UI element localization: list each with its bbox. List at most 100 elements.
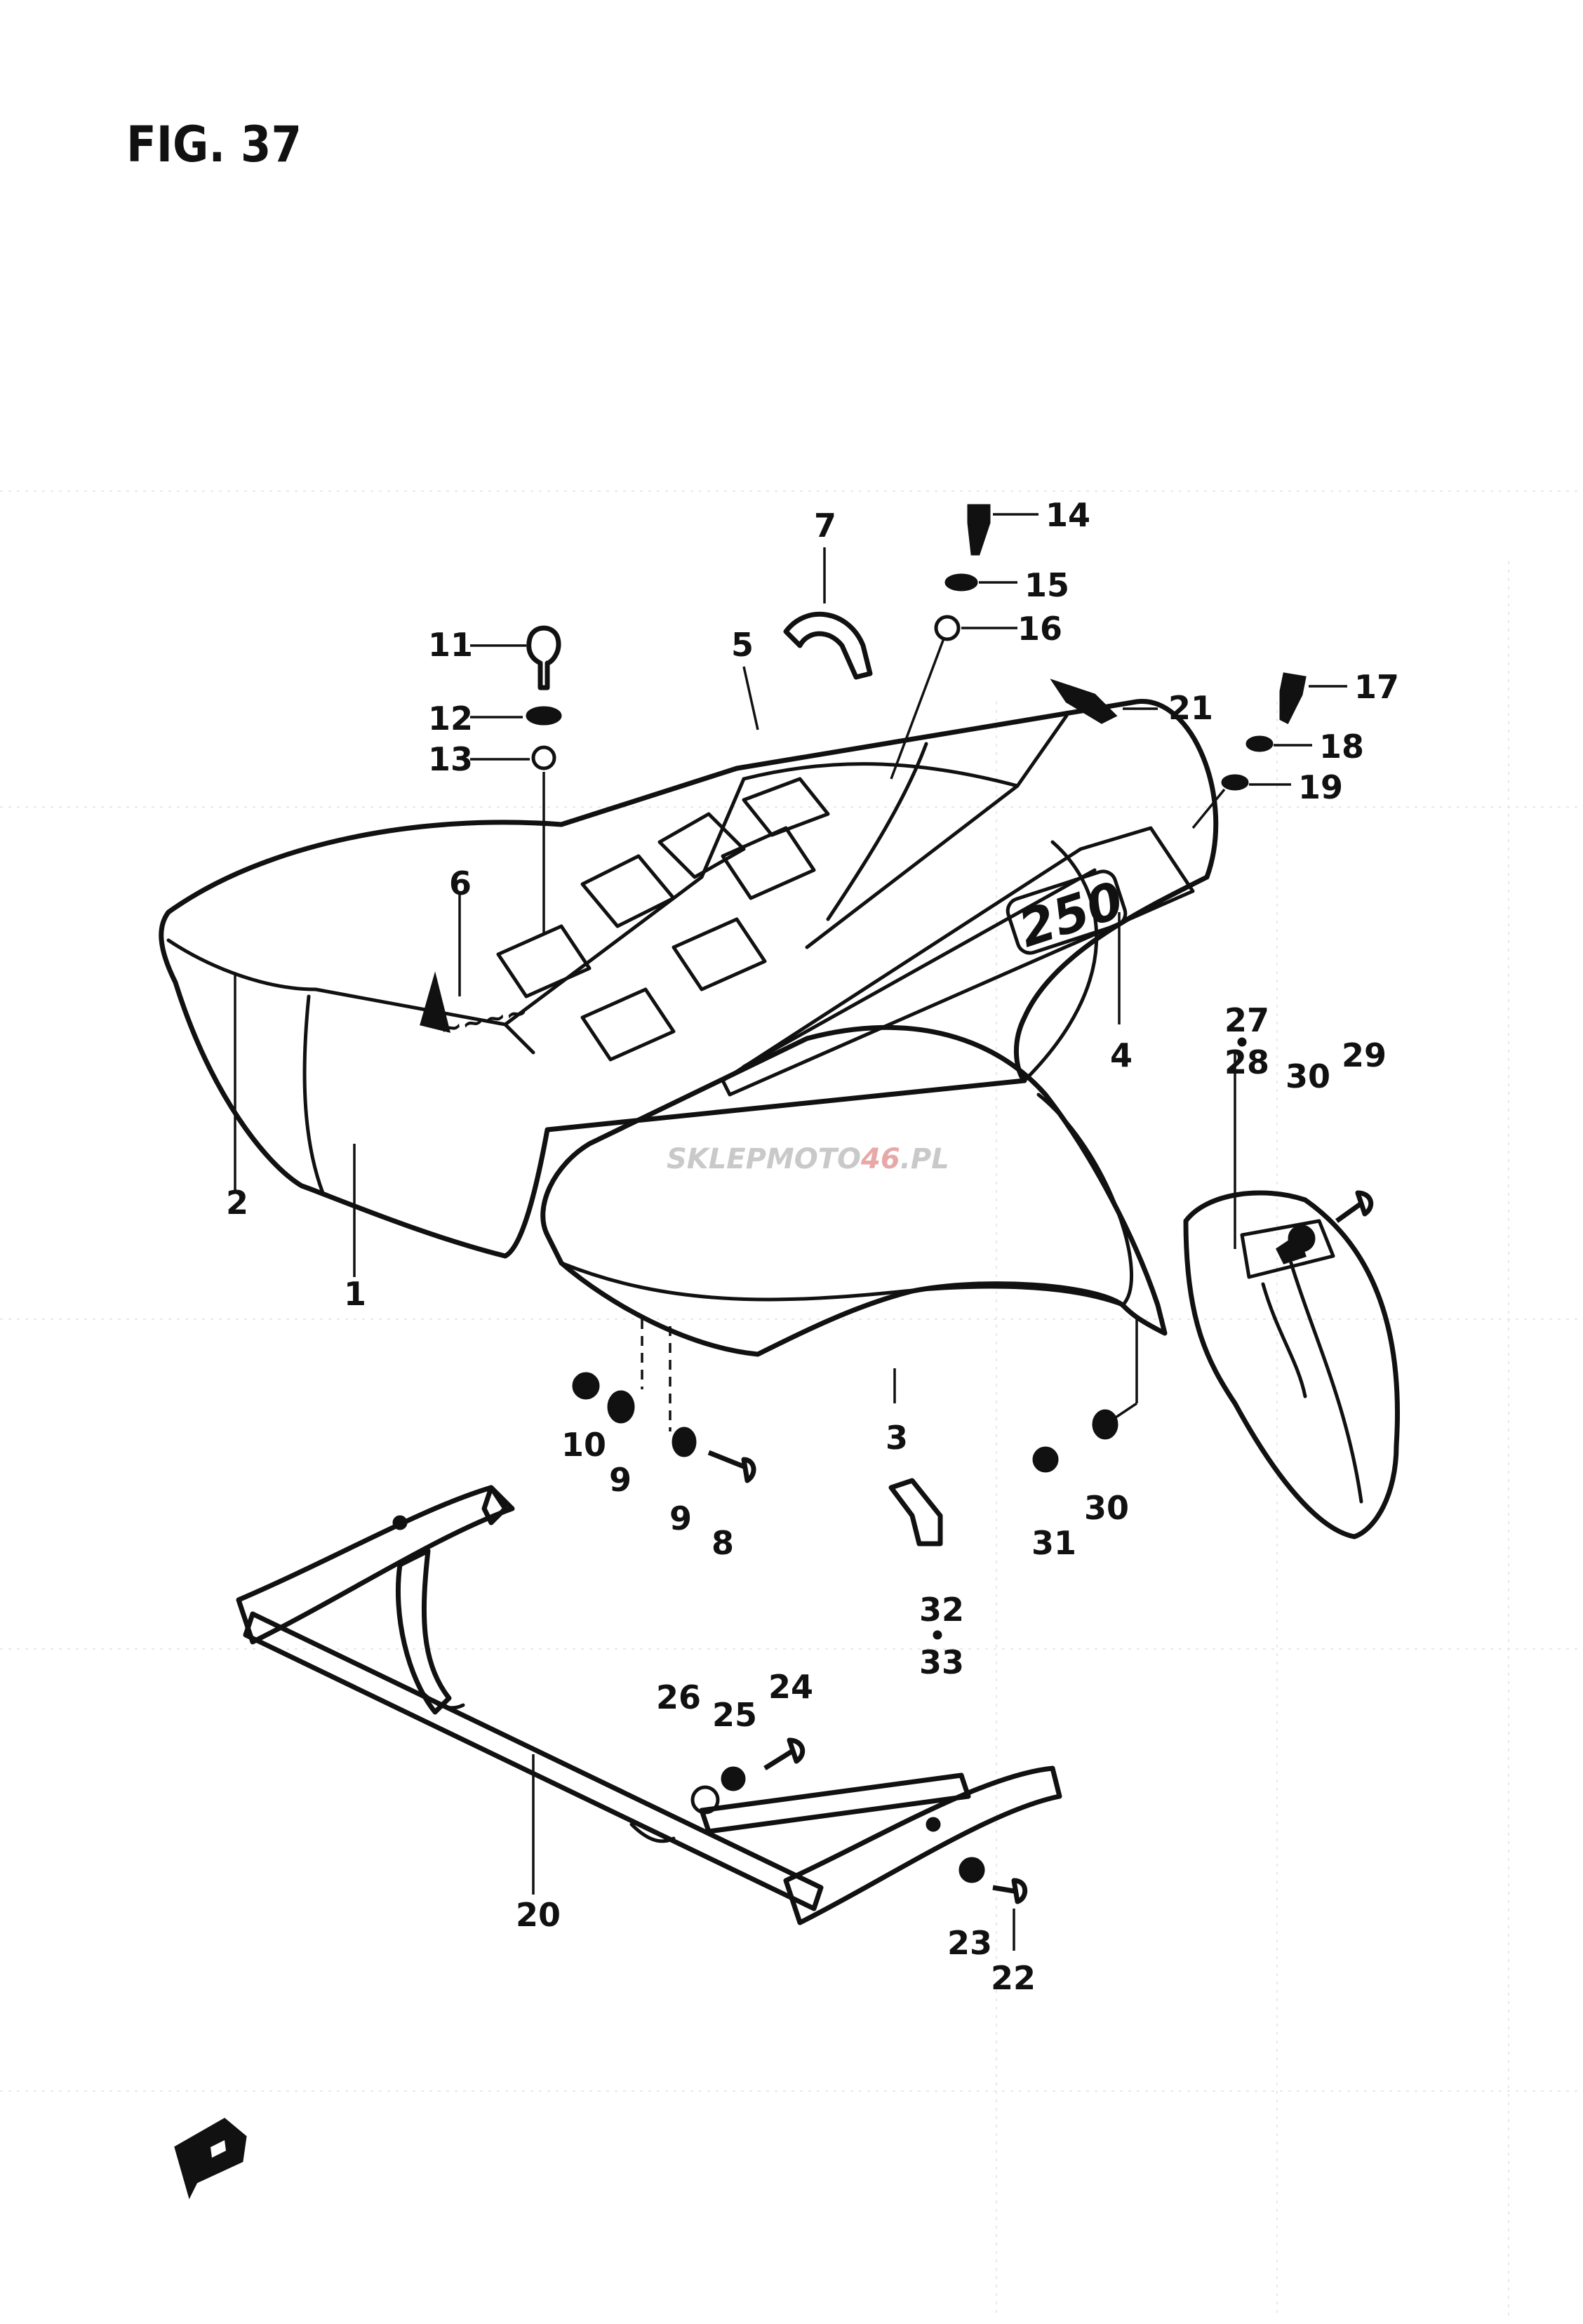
part-23-nut: [959, 1857, 985, 1883]
carrier-hole-left: [392, 1515, 408, 1530]
part-9-grommet-a: [607, 1390, 635, 1424]
rear-fender-split: [826, 742, 928, 921]
part-7-strap: [783, 611, 873, 680]
watermark-brand-a: SKLEPMOTO: [667, 1143, 861, 1175]
callout-24: 24: [768, 1668, 813, 1706]
part-8-bolt: [707, 1450, 756, 1483]
callout-9a: 9: [609, 1461, 632, 1499]
callout-17: 17: [1354, 668, 1399, 706]
callout-27-28-dot: [1237, 1037, 1247, 1047]
callout-31: 31: [1031, 1524, 1076, 1562]
callout-15: 15: [1024, 566, 1069, 604]
mud-flap: [1183, 1190, 1400, 1540]
mud-flap-outline: [1183, 1190, 1400, 1540]
callout-25: 25: [712, 1696, 757, 1734]
scan-grid: [0, 490, 1583, 2316]
carrier-mount-left: [419, 1689, 465, 1710]
callout-14: 14: [1046, 496, 1090, 534]
rear-fender-stripe: [721, 826, 1195, 1097]
callout-9b: 9: [669, 1500, 692, 1537]
callout-27: 27: [1224, 1001, 1269, 1039]
mud-flap-rib-2: [1261, 1282, 1307, 1398]
part-12-grommet: [526, 706, 562, 726]
callout-7: 7: [814, 507, 836, 545]
figure-title: FIG. 37: [126, 116, 302, 173]
part-17-screw: [1279, 672, 1307, 725]
part-18-washer: [1245, 735, 1274, 752]
rear-fender-vents: [496, 777, 830, 1062]
callout-20: 20: [516, 1896, 561, 1934]
rear-fender-side: [302, 994, 325, 1195]
callout-32-33-dot: [933, 1630, 942, 1640]
callout-1: 1: [344, 1275, 366, 1313]
part-16-nut: [934, 615, 961, 641]
callout-16: 16: [1017, 610, 1062, 648]
part-26-washer: [690, 1785, 720, 1815]
part-31-nut: [1032, 1446, 1059, 1473]
callout-12: 12: [428, 700, 473, 737]
callout-22: 22: [991, 1959, 1036, 1997]
mud-flap-rib-1: [1289, 1261, 1363, 1504]
part-30-grommet-b: [1288, 1224, 1316, 1253]
svg-text:SKLEPMOTO46.PL: SKLEPMOTO46.PL: [667, 1143, 949, 1175]
part-30-grommet-a: [1092, 1409, 1118, 1440]
part-11-bolt: [526, 625, 561, 690]
rear-fender-right-wall: [1022, 840, 1099, 1083]
mud-flap-bracket: [1240, 1219, 1335, 1279]
front-arrow-icon: [174, 2118, 247, 2200]
part-29-bolt: [1335, 1190, 1374, 1223]
leader-lines: [234, 513, 1347, 1951]
callout-3: 3: [886, 1419, 908, 1457]
fasteners: [526, 504, 1374, 1904]
callout-2: 2: [226, 1184, 248, 1222]
side-panel-outline: [540, 1024, 1168, 1357]
part-13-washer: [531, 745, 556, 770]
carrier-left-end: [481, 1485, 508, 1525]
callout-11: 11: [428, 626, 473, 664]
part-21-clip: [1050, 679, 1118, 724]
part-15-washer: [944, 573, 978, 592]
carrier-mount-right: [629, 1822, 676, 1843]
carrier-right-strut: [699, 1772, 971, 1834]
part-19-washer: [1221, 774, 1249, 791]
part-22-bolt: [992, 1878, 1028, 1904]
callout-28: 28: [1224, 1043, 1269, 1081]
part-9-grommet-b: [672, 1427, 697, 1457]
carrier-left-rail: [236, 1485, 515, 1645]
part-25-nut: [721, 1766, 746, 1791]
watermark-brand-c: .PL: [900, 1143, 949, 1175]
rear-fender-stripe-line: [742, 868, 1097, 1069]
callout-33: 33: [919, 1643, 964, 1681]
callout-23: 23: [947, 1924, 992, 1962]
rear-fender-deck-top: [742, 714, 1069, 788]
callout-4: 4: [1110, 1036, 1133, 1074]
rear-carrier: [236, 1485, 1062, 1925]
carrier-cross-bar: [243, 1611, 824, 1911]
callout-labels: 1 2 3 4 5 6 7 8 9 9 10 11 12 13 14 15 16…: [226, 496, 1399, 1997]
callout-5: 5: [731, 626, 754, 664]
part-14-screw: [967, 504, 991, 556]
callout-8: 8: [712, 1524, 734, 1562]
callout-19: 19: [1298, 768, 1343, 806]
rear-fender-deck-seam: [805, 784, 1020, 949]
part-10-nut: [572, 1372, 600, 1400]
callout-6: 6: [449, 864, 472, 902]
side-panel-rear-edge: [1036, 1093, 1133, 1307]
rear-fender-outline: [159, 699, 1219, 1259]
decal-6-graphic: [420, 971, 451, 1034]
callout-30a: 30: [1285, 1057, 1330, 1095]
callout-13: 13: [428, 740, 473, 778]
callout-10: 10: [561, 1426, 606, 1464]
side-panel-lower-edge: [559, 1261, 1125, 1307]
watermark: SKLEPMOTO46.PL: [667, 1143, 949, 1175]
carrier-hole: [926, 1817, 941, 1832]
watermark-brand-b: 46: [860, 1143, 900, 1175]
callout-21: 21: [1168, 689, 1213, 727]
part-32-clip: [888, 1478, 943, 1547]
part-24-bolt: [763, 1737, 806, 1770]
callout-26: 26: [656, 1678, 701, 1716]
decal-4-frame: [1006, 869, 1128, 955]
callout-32: 32: [919, 1591, 964, 1629]
callout-30b: 30: [1084, 1489, 1129, 1527]
